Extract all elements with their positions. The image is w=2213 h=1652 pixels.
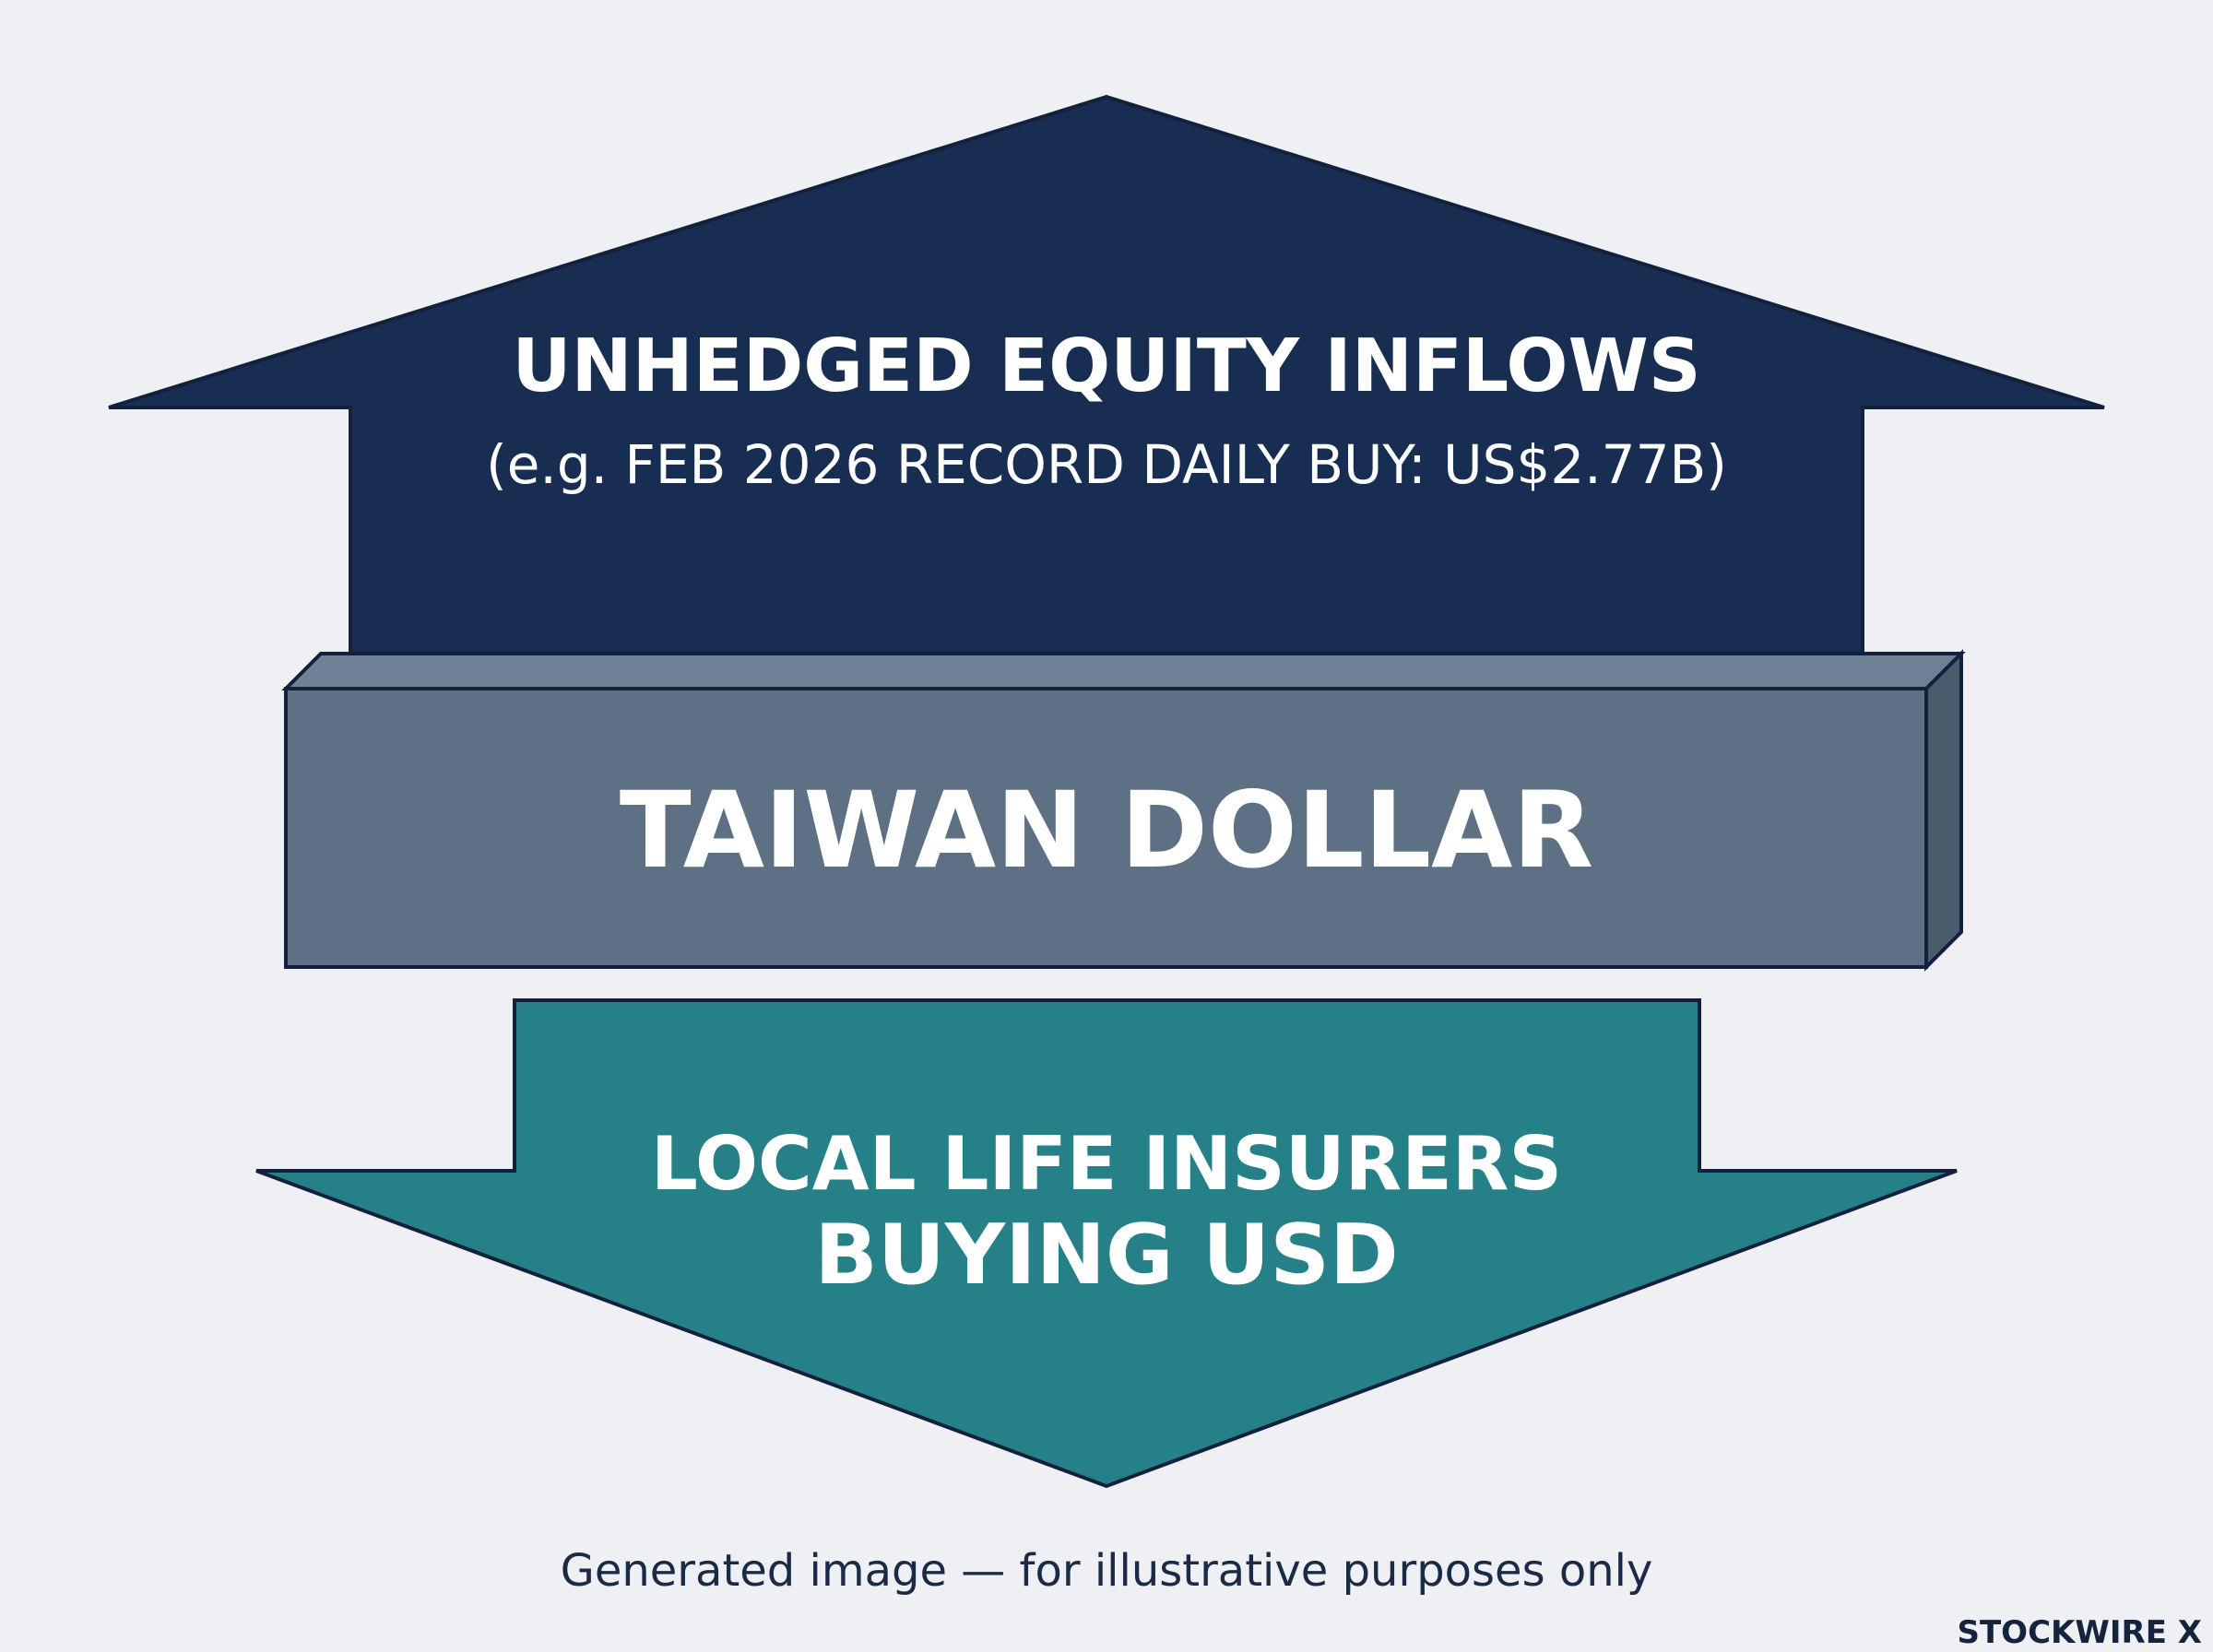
brand-logo: STOCKWIRE X bbox=[1958, 1614, 2203, 1651]
down-arrow-line-1: LOCAL LIFE INSURERS bbox=[651, 1121, 1562, 1207]
bar-top-face bbox=[281, 652, 1966, 690]
up-arrow-title: UNHEDGED EQUITY INFLOWS bbox=[512, 324, 1700, 408]
bar-front-face bbox=[284, 687, 1928, 969]
center-bar-label: TAIWAN DOLLAR bbox=[620, 769, 1593, 891]
down-arrow-shape bbox=[255, 998, 1958, 1489]
disclaimer-note: Generated image — for illustrative purpo… bbox=[561, 1545, 1653, 1597]
bar-side-face bbox=[1924, 649, 1963, 972]
down-arrow-line-2: BUYING USD bbox=[814, 1207, 1398, 1304]
up-arrow-subtitle: (e.g. FEB 2026 RECORD DAILY BUY: US$2.77… bbox=[486, 433, 1727, 496]
